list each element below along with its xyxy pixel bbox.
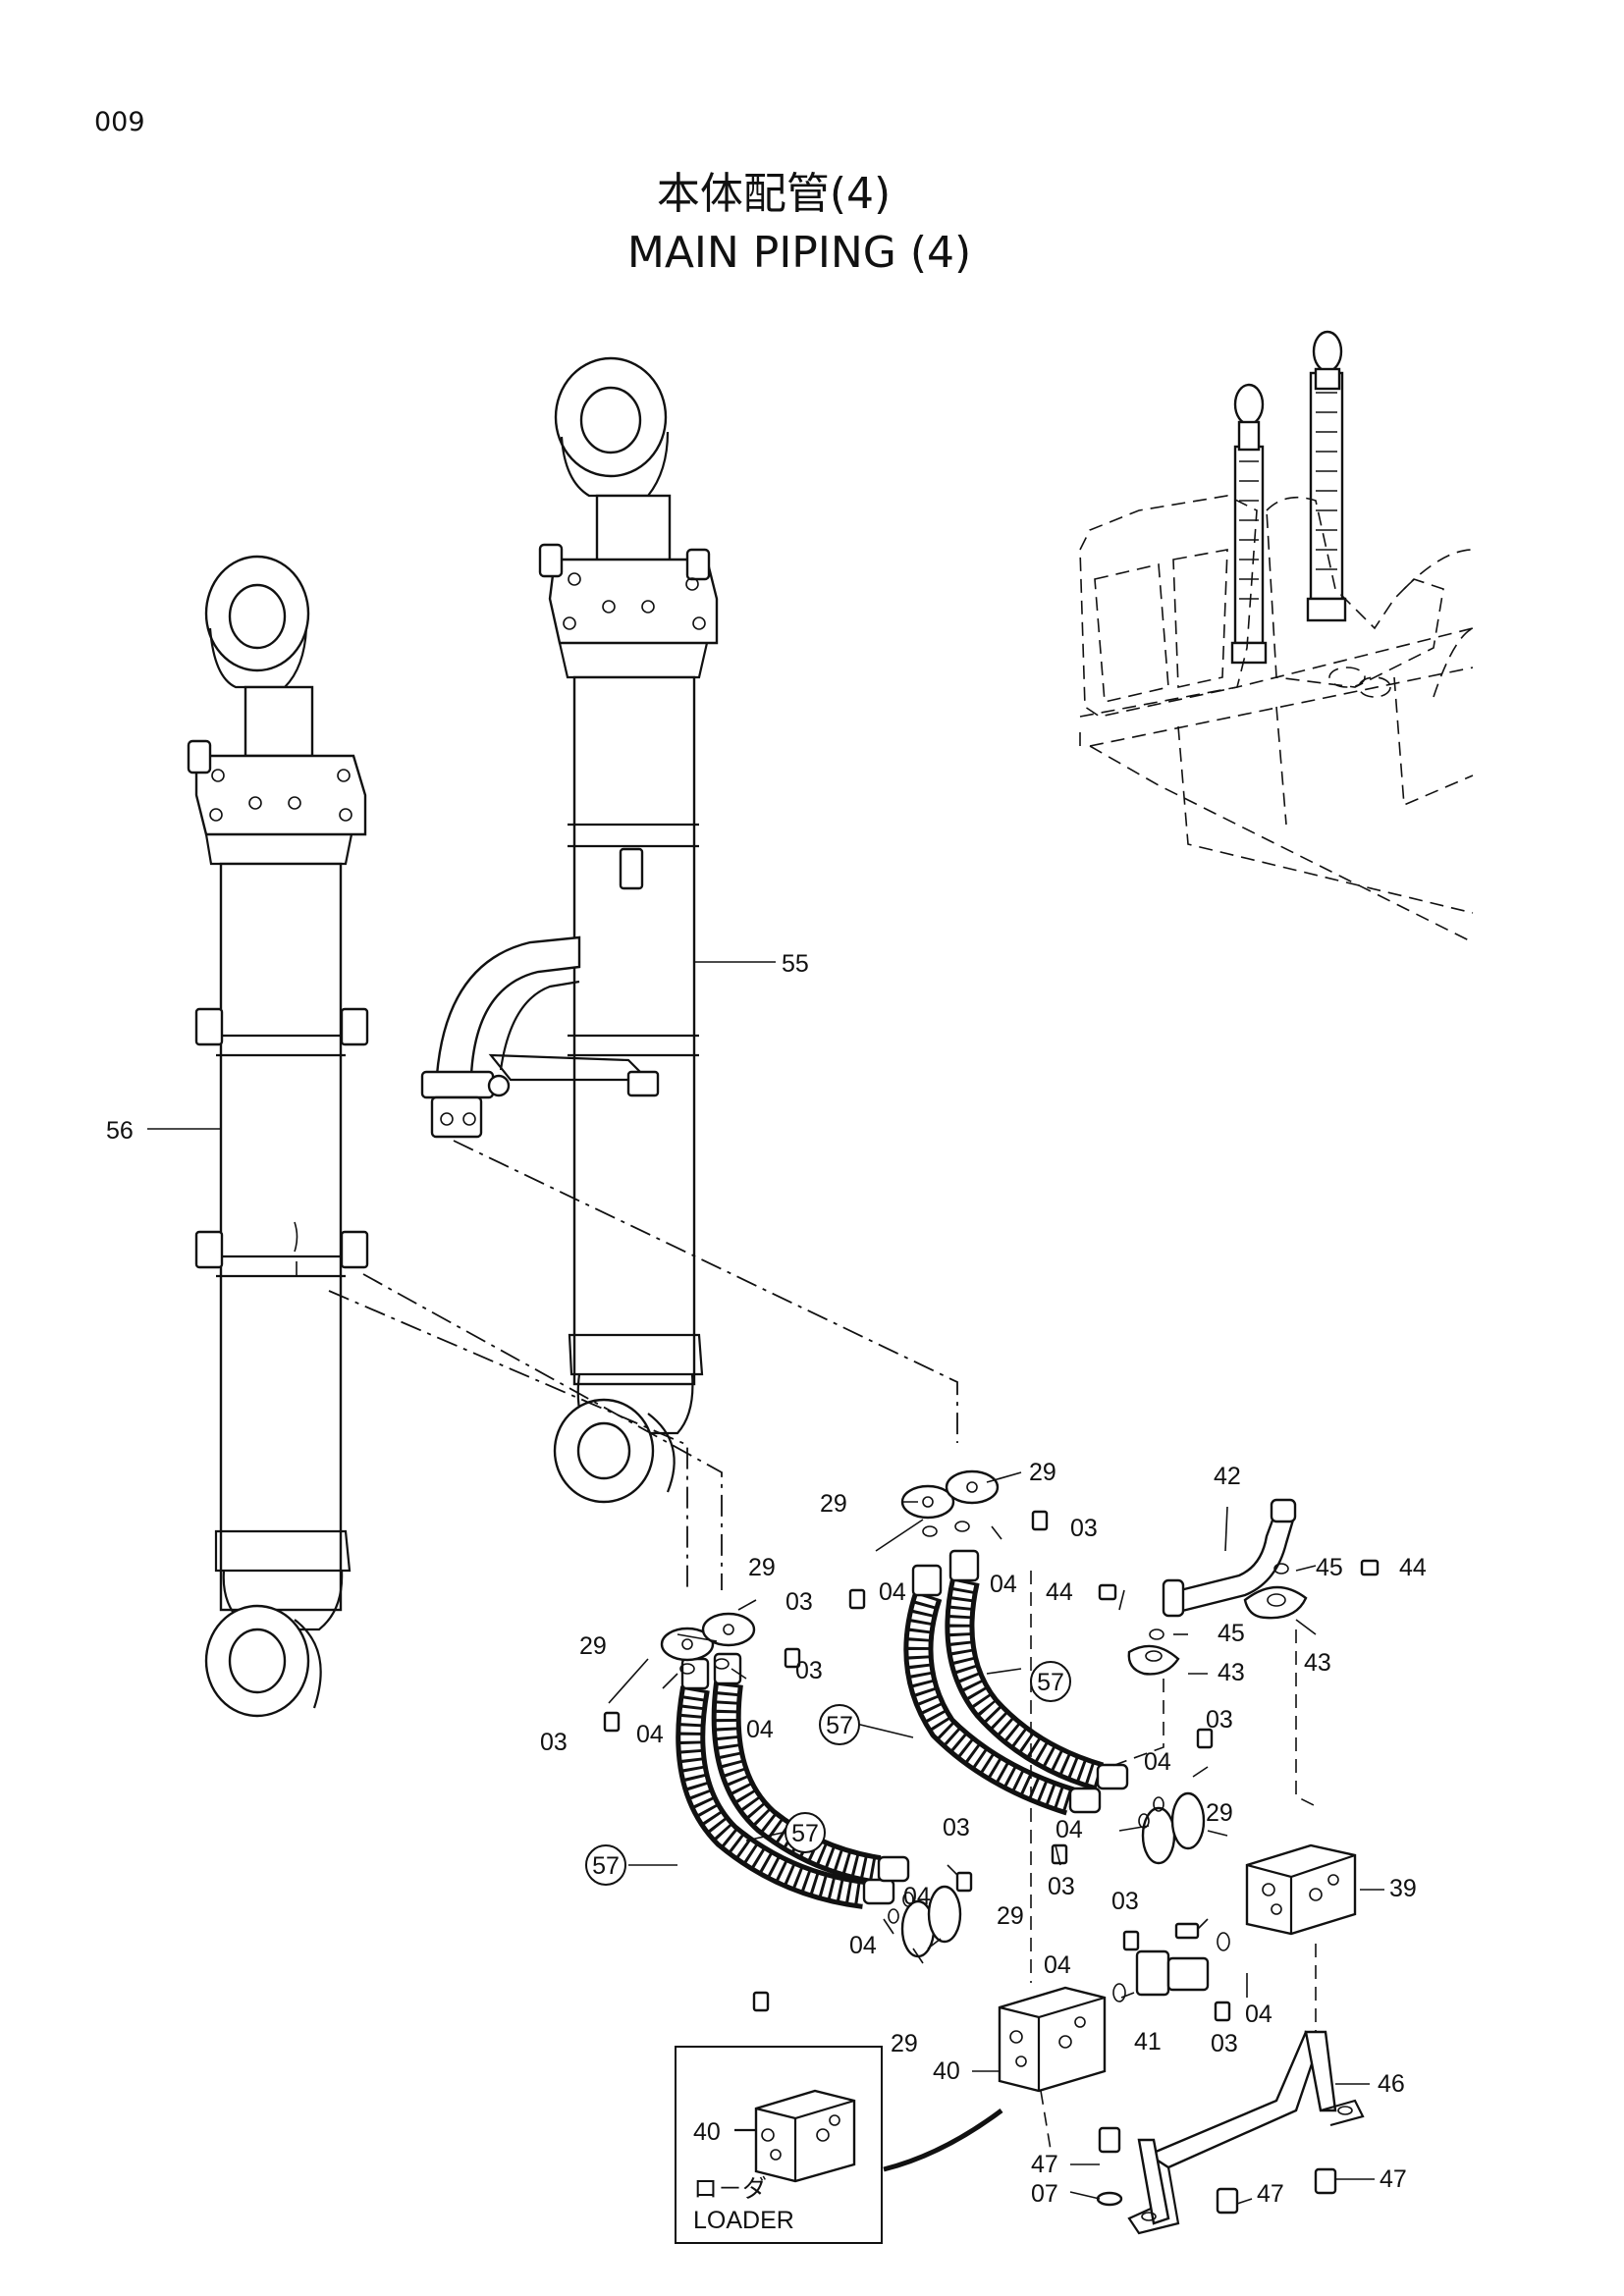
inset-part-label: 40 <box>693 2118 721 2146</box>
callout-45: 45 <box>1316 1554 1343 1581</box>
callout-04: 04 <box>746 1716 774 1743</box>
callout-29: 29 <box>891 2030 918 2057</box>
callout-40: 40 <box>933 2057 960 2085</box>
callout-57-circle: 57 <box>819 1704 860 1745</box>
callout-03: 03 <box>1211 2030 1238 2057</box>
callout-29: 29 <box>820 1490 847 1518</box>
callout-29: 29 <box>1029 1459 1056 1486</box>
callout-04: 04 <box>1056 1816 1083 1843</box>
callout-41: 41 <box>1134 2028 1162 2056</box>
callout-47: 47 <box>1380 2165 1407 2193</box>
machine-location-view <box>1079 330 1474 943</box>
title-english: MAIN PIPING (4) <box>627 228 971 278</box>
callout-43: 43 <box>1218 1659 1245 1686</box>
callout-57: 57 <box>592 1852 620 1880</box>
callout-29: 29 <box>579 1632 607 1660</box>
support-bracket <box>420 935 660 1139</box>
callout-labels: 55 56 42 45 44 44 45 43 43 29 29 03 04 0… <box>106 950 1427 2208</box>
cylinder-56-left <box>187 555 369 1718</box>
callout-03: 03 <box>1206 1706 1233 1734</box>
callout-46: 46 <box>1378 2070 1405 2098</box>
bracket-46 <box>1096 2030 1365 2235</box>
pipe-42 <box>1098 1498 1380 1676</box>
callout-47: 47 <box>1031 2151 1058 2178</box>
callout-03: 03 <box>785 1588 813 1616</box>
callout-29: 29 <box>748 1554 776 1581</box>
callout-42: 42 <box>1214 1463 1241 1490</box>
callout-39: 39 <box>1389 1875 1417 1902</box>
callout-07: 07 <box>1031 2180 1058 2208</box>
inset-label-japanese: ロ－ダ <box>693 2175 767 2203</box>
callout-55: 55 <box>782 950 809 978</box>
callout-03: 03 <box>1048 1873 1075 1900</box>
leader-line <box>453 1140 958 1443</box>
callout-04: 04 <box>1044 1951 1071 1979</box>
callout-44: 44 <box>1046 1578 1073 1606</box>
cylinder-55-right <box>538 356 719 1504</box>
guide-line <box>1109 1679 1164 1768</box>
callout-47: 47 <box>1257 2180 1284 2208</box>
callout-04: 04 <box>1245 2001 1272 2028</box>
callout-57-circle: 57 <box>585 1844 626 1886</box>
leader-line <box>362 1273 723 1590</box>
fitting-41 <box>1112 1922 1231 2022</box>
callout-29: 29 <box>997 1902 1024 1930</box>
hose-57-assembly <box>676 1549 1129 1909</box>
callout-04: 04 <box>1144 1748 1171 1776</box>
callout-leaders <box>147 961 1384 2205</box>
callout-03: 03 <box>943 1814 970 1842</box>
callout-57-circle: 57 <box>785 1812 826 1853</box>
title-japanese: 本体配管(4) <box>657 169 891 219</box>
callout-04: 04 <box>990 1571 1017 1598</box>
callout-29: 29 <box>1206 1799 1233 1827</box>
valve-block-40 <box>998 1986 1107 2093</box>
leader-line <box>328 1290 688 1590</box>
callout-43: 43 <box>1304 1649 1331 1677</box>
callout-04: 04 <box>903 1883 931 1910</box>
callout-44: 44 <box>1399 1554 1427 1581</box>
callout-03: 03 <box>540 1729 568 1756</box>
loader-inset-box: 40 ロ－ダ LOADER <box>675 2046 1003 2244</box>
valve-block-39 <box>1245 1843 1357 1936</box>
callout-04: 04 <box>636 1721 664 1748</box>
page-number: 009 <box>94 107 145 137</box>
callout-04: 04 <box>849 1932 877 1959</box>
callout-57: 57 <box>826 1712 853 1739</box>
callout-45: 45 <box>1218 1620 1245 1647</box>
callout-03: 03 <box>795 1657 823 1684</box>
callout-57: 57 <box>1037 1669 1064 1696</box>
callout-56: 56 <box>106 1117 134 1145</box>
callout-03: 03 <box>1111 1888 1139 1915</box>
inset-label-english: LOADER <box>693 2207 794 2234</box>
guide-line <box>1295 1629 1317 1807</box>
flanges <box>603 1469 1214 2012</box>
callout-57-circle: 57 <box>1030 1661 1071 1702</box>
guide-line <box>1040 2090 1052 2151</box>
callout-57: 57 <box>791 1820 819 1847</box>
callout-03: 03 <box>1070 1515 1098 1542</box>
callout-04: 04 <box>879 1578 906 1606</box>
